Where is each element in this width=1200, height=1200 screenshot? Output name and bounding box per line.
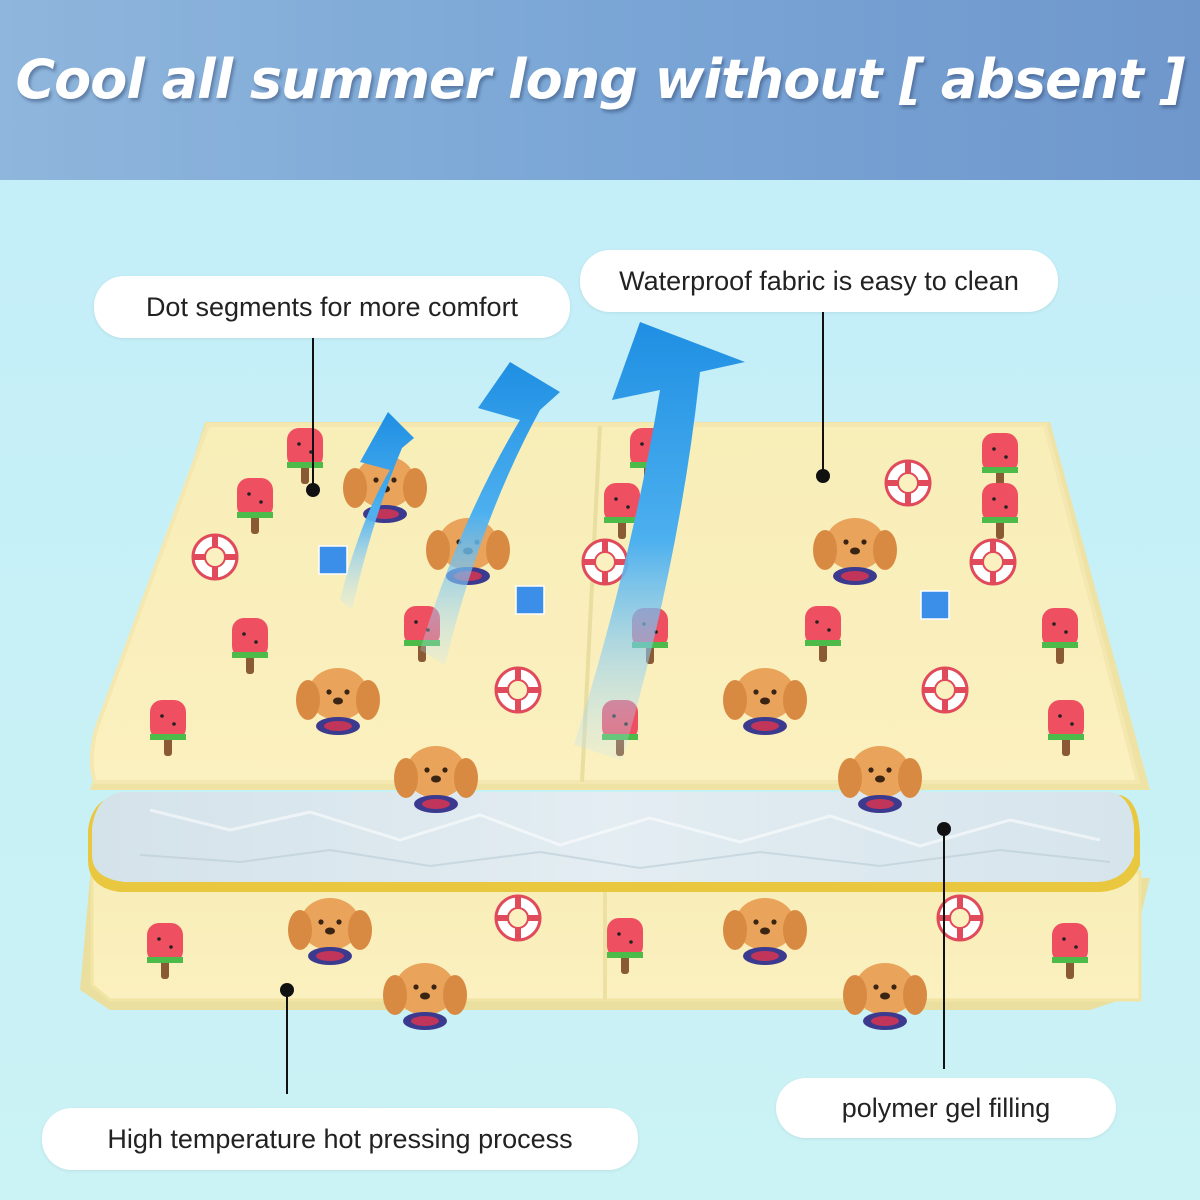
callout-gel-filling: polymer gel filling — [776, 1078, 1116, 1138]
header-banner: Cool all summer long without [ absent ] — [0, 0, 1200, 180]
callout-hot-pressing-label: High temperature hot pressing process — [107, 1123, 573, 1154]
callout-dot-segments: Dot segments for more comfort — [94, 276, 570, 338]
mat-bottom-layer — [80, 870, 1150, 1030]
pointer-dot-dot-segments — [306, 483, 320, 497]
pointer-line-waterproof — [822, 312, 824, 472]
callout-hot-pressing: High temperature hot pressing process — [42, 1108, 638, 1170]
gel-layer — [88, 792, 1140, 892]
cooling-arrow-icon — [340, 322, 745, 760]
callout-waterproof-label: Waterproof fabric is easy to clean — [619, 265, 1019, 296]
pointer-line-hot-pressing — [286, 990, 288, 1094]
pointer-dot-waterproof — [816, 469, 830, 483]
callout-gel-filling-label: polymer gel filling — [841, 1092, 1051, 1123]
callout-dot-segments-label: Dot segments for more comfort — [145, 291, 519, 322]
callout-waterproof: Waterproof fabric is easy to clean — [580, 250, 1058, 312]
pointer-line-dot-segments — [312, 338, 314, 490]
headline: Cool all summer long without [ absent ] — [15, 48, 1186, 111]
pointer-line-gel-filling — [943, 829, 945, 1069]
